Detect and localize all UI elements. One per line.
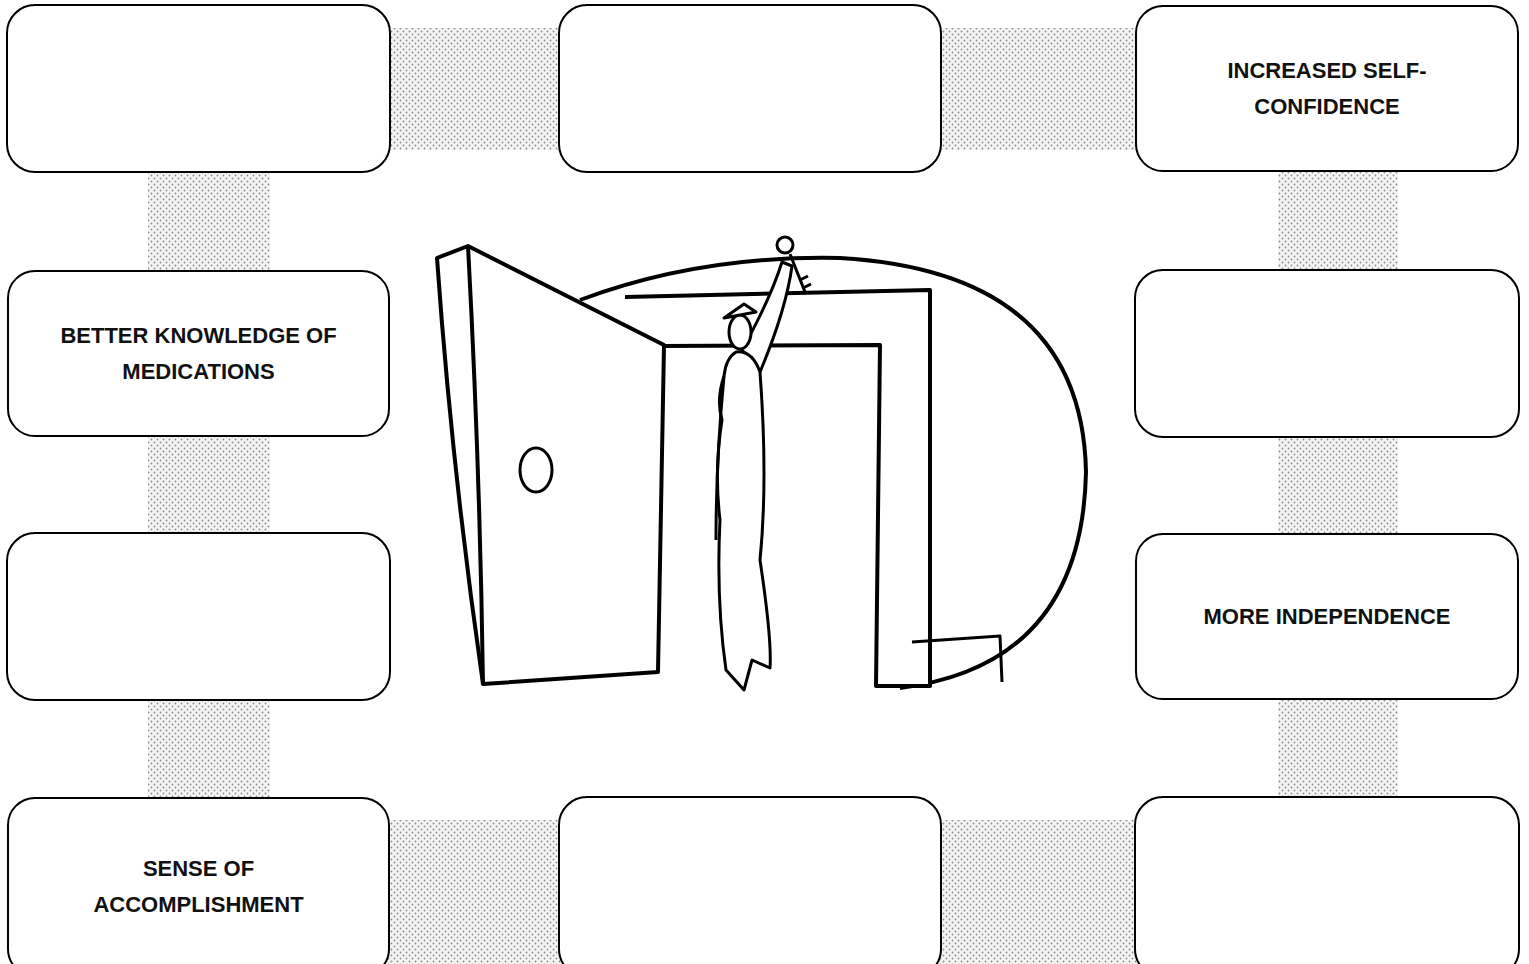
graduate-gown (717, 352, 770, 690)
door-knob (520, 448, 552, 492)
empty-box (559, 5, 941, 172)
key-bow (777, 237, 793, 253)
dotted-band (148, 435, 270, 535)
dotted-band (939, 28, 1137, 150)
key-shaft (790, 254, 811, 292)
dotted-band (148, 170, 270, 272)
dotted-band (939, 820, 1137, 964)
dotted-band (388, 820, 561, 964)
dotted-band (1278, 435, 1398, 535)
dotted-band (148, 698, 270, 799)
outcome-box: SENSE OF ACCOMPLISHMENT (7, 797, 390, 964)
outcome-label: SENSE OF ACCOMPLISHMENT (39, 851, 358, 923)
outcome-box: MORE INDEPENDENCE (1135, 533, 1519, 700)
empty-box (7, 533, 390, 700)
outcome-box: BETTER KNOWLEDGE OF MEDICATIONS (7, 270, 390, 437)
outcome-label: MORE INDEPENDENCE (1204, 599, 1451, 635)
door-edge (468, 246, 483, 684)
empty-box (1135, 270, 1519, 437)
dotted-band (1278, 170, 1398, 272)
outcome-box: INCREASED SELF-CONFIDENCE (1135, 5, 1519, 172)
door-threshold (912, 636, 1002, 682)
door-panel (437, 246, 664, 684)
graduate-head (729, 315, 751, 349)
empty-box (1135, 797, 1519, 964)
graduation-cap (724, 304, 756, 318)
door-frame (625, 290, 930, 686)
dotted-band (388, 28, 561, 150)
empty-box (559, 797, 941, 964)
graduate-figure (716, 237, 811, 690)
outcome-label: BETTER KNOWLEDGE OF MEDICATIONS (39, 318, 358, 390)
dotted-band (1278, 698, 1398, 799)
lowered-arm (716, 376, 724, 540)
outcome-label: INCREASED SELF-CONFIDENCE (1167, 53, 1487, 125)
empty-box (7, 5, 390, 172)
